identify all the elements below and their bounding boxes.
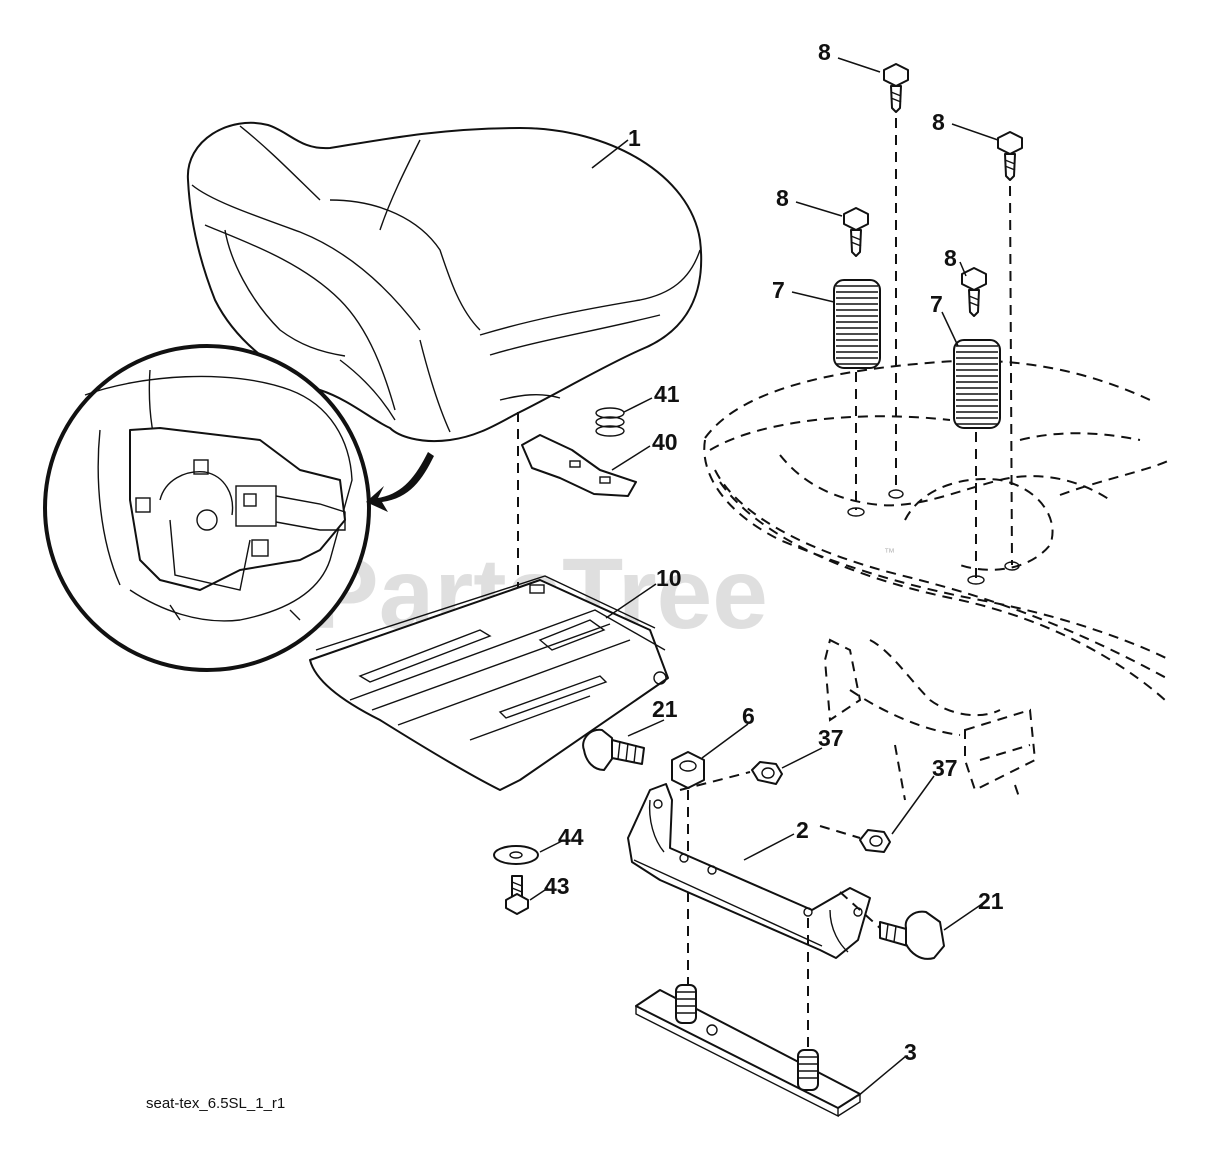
callout-8-rear-left: 8 (818, 39, 831, 65)
callout-2: 2 (796, 817, 809, 843)
bolt-8-front-right (961, 267, 987, 317)
nut-37-upper-axis (679, 771, 751, 791)
bolt-8-rear-right-axis (1009, 185, 1013, 566)
callout-1: 1 (628, 125, 641, 151)
callout-8-front-right: 8 (944, 245, 957, 271)
plate-3 (635, 984, 861, 1118)
bolt-8-front-left (843, 207, 869, 257)
bolt-21-left (582, 728, 645, 771)
callout-10: 10 (656, 565, 682, 591)
watermark-trademark: ™ (884, 547, 895, 559)
detail-view (43, 344, 371, 672)
curved-arrow-icon (366, 452, 434, 512)
callout-8-rear-right: 8 (932, 109, 945, 135)
callout-8-front-left: 8 (776, 185, 789, 211)
callout-labels: 8 8 8 8 7 7 1 41 40 10 21 6 37 37 2 44 4… (544, 39, 1004, 1065)
nut-37-lower (859, 829, 891, 853)
nut-37-upper (751, 761, 783, 785)
callout-21-left: 21 (652, 696, 678, 722)
callout-7-right: 7 (930, 291, 943, 317)
switch-bracket-40 (521, 434, 637, 497)
callout-3: 3 (904, 1039, 917, 1065)
spring-7-left (833, 279, 881, 369)
frame-mount-holes (847, 489, 1020, 585)
callout-6: 6 (742, 703, 755, 729)
nut-6 (671, 751, 705, 789)
bolt-21-right (879, 910, 945, 960)
leader-lines (529, 57, 999, 1097)
bolt-21-right-axis (839, 891, 881, 929)
callout-37-lower: 37 (932, 755, 958, 781)
callout-7-left: 7 (772, 277, 785, 303)
callout-21-right: 21 (978, 888, 1004, 914)
callout-40: 40 (652, 429, 678, 455)
tractor-frame-outline (703, 359, 1171, 801)
callout-41: 41 (654, 381, 680, 407)
callout-43: 43 (544, 873, 570, 899)
spring-41 (595, 407, 625, 437)
callout-37-upper: 37 (818, 725, 844, 751)
seat-bracket-2 (627, 783, 871, 959)
bolt-8-rear-right (997, 131, 1023, 181)
drawing-code: seat-tex_6.5SL_1_r1 (146, 1095, 285, 1112)
nut-37-lower-axis (819, 825, 861, 839)
washer-44 (493, 845, 539, 865)
spring-7-right (953, 339, 1001, 429)
screw-43 (505, 875, 529, 915)
bolt-8-rear-left (883, 63, 909, 113)
callout-44: 44 (558, 824, 584, 850)
seat-pan-10 (309, 575, 669, 791)
